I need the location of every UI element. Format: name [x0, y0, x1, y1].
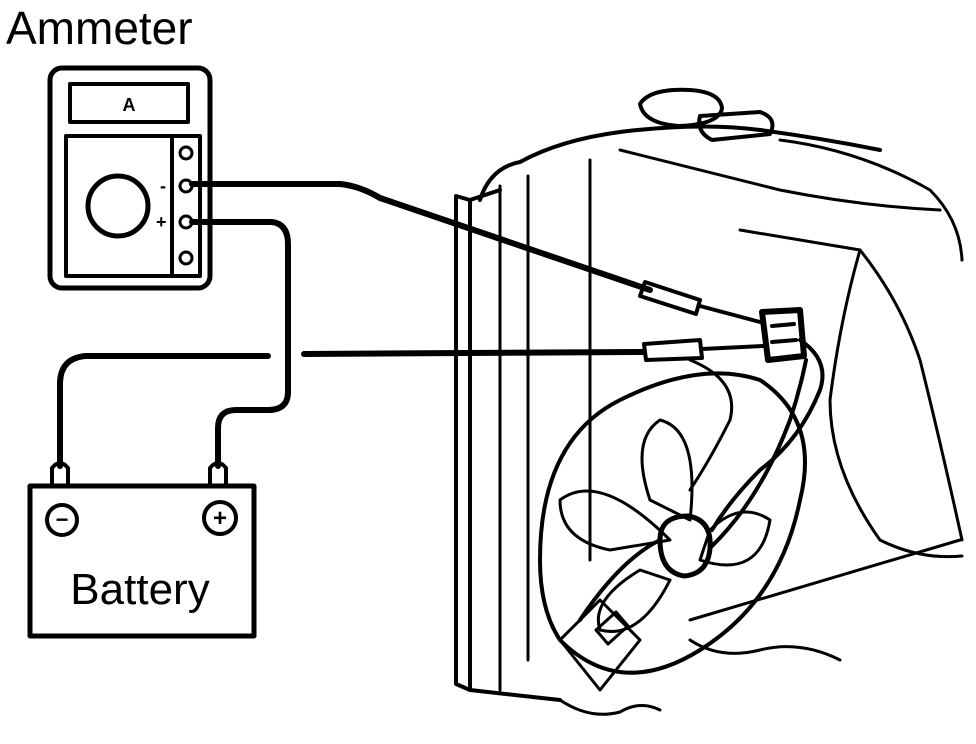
ammeter-title: Ammeter	[6, 2, 193, 54]
ammeter-terminal-strip	[170, 134, 202, 278]
body-panel-right	[738, 228, 964, 542]
probe-upper-tip	[698, 304, 762, 324]
radiator-core-lines	[498, 158, 592, 692]
probe-lower	[642, 338, 704, 362]
body-panel-inner	[828, 248, 964, 559]
probe-upper	[638, 280, 702, 316]
wiring	[57, 181, 807, 469]
ammeter-terminal-top	[178, 145, 194, 161]
ammeter-device: A - +	[47, 65, 213, 291]
engine-bay-illustration	[454, 87, 964, 716]
wire-ammeter-to-battery	[189, 219, 291, 469]
battery-positive-icon	[202, 500, 238, 536]
lower-panel-line	[688, 538, 962, 622]
radiator-frame-lines	[468, 188, 562, 702]
ammeter-positive-sign: +	[156, 212, 167, 232]
ammeter-display	[68, 82, 190, 124]
ammeter-display-label: A	[123, 95, 136, 115]
ammeter-body	[47, 65, 213, 291]
fan-blade-2	[640, 418, 694, 522]
fan-bracket-foot	[558, 598, 642, 692]
lower-hose	[558, 698, 662, 716]
radiator-left-edge	[454, 194, 472, 692]
battery: − + Battery	[27, 461, 257, 639]
probe-lower-tip	[700, 344, 766, 351]
ammeter-negative-sign: -	[160, 176, 166, 196]
lower-wire	[688, 638, 842, 662]
ammeter-terminal-bottom	[178, 250, 194, 266]
motor-connector	[759, 307, 807, 363]
hose-line-upper	[618, 148, 942, 212]
wire-battery-negative	[57, 353, 271, 469]
battery-body	[27, 483, 257, 639]
battery-positive-symbol: +	[213, 505, 227, 532]
fan-blade-4	[596, 568, 672, 633]
battery-negative-icon	[45, 503, 79, 537]
motor-connector-pins	[770, 322, 798, 344]
battery-label: Battery	[70, 565, 209, 614]
ammeter-dial	[85, 173, 151, 239]
radiator-cap	[638, 87, 724, 128]
fan-blade-3	[698, 510, 772, 567]
fan-blade-1	[558, 489, 672, 552]
coolant-reservoir	[697, 110, 775, 142]
wire-ammeter-to-connector	[189, 181, 653, 293]
fan-bracket-arms	[578, 358, 808, 622]
radiator-top-tank	[478, 124, 882, 202]
fan-bracket-slot	[594, 610, 630, 646]
battery-negative-symbol: −	[56, 507, 69, 532]
wire-to-motor-connector	[301, 349, 647, 357]
motor-harness	[710, 338, 825, 532]
shroud-inner-rib	[688, 358, 734, 492]
hose-line-right	[778, 138, 964, 262]
fan-shroud	[538, 371, 807, 675]
fan-motor-hub	[657, 513, 713, 579]
ammeter-face	[64, 134, 174, 278]
